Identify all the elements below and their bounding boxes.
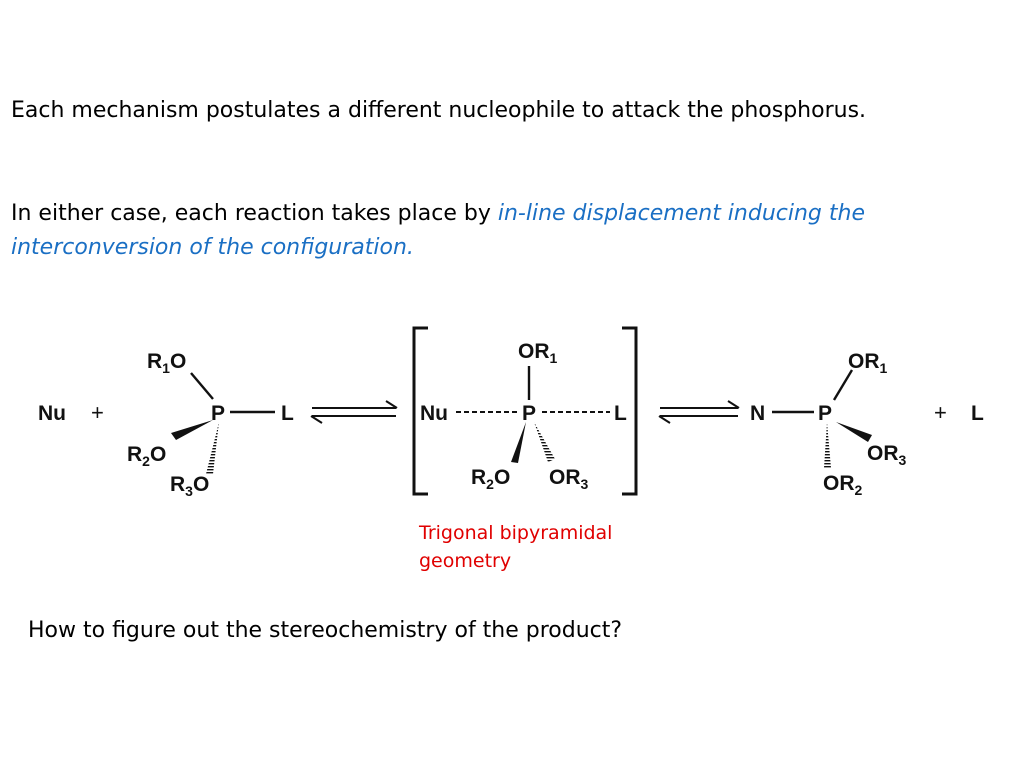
p-or2-o: O: [823, 472, 839, 495]
reactant-phosphorus: P: [211, 402, 225, 425]
p-or3-r: R: [883, 442, 898, 465]
ts-or3-sub: 3: [581, 476, 589, 492]
product-leaving-group: L: [971, 402, 984, 425]
paragraph-mechanism: Each mechanism postulates a different nu…: [11, 94, 1001, 128]
nucleophile-nu: Nu: [38, 402, 66, 425]
r1o-sub: 1: [162, 360, 170, 376]
ts-r2o-o: O: [494, 466, 510, 489]
p-or1-r: R: [864, 350, 879, 373]
plus-sign-right: +: [934, 400, 947, 425]
ts-leaving-group: L: [614, 402, 627, 425]
emphasis-inline-displacement: in-line displacement inducing the interc…: [11, 201, 865, 260]
product-n: N: [750, 402, 765, 425]
ts-wedge-bond-or2: [511, 422, 526, 463]
product-phosphorus: P: [818, 402, 832, 425]
bond-p-or1: [190, 372, 214, 400]
plus-sign-left: +: [91, 400, 104, 425]
r3o-o: O: [193, 473, 209, 496]
ts-r2o-r: R: [471, 466, 486, 489]
ts-nucleophile-nu: Nu: [420, 402, 448, 425]
product-wedge-bond-or3: [836, 422, 872, 442]
wedge-bond-or2: [171, 420, 213, 440]
ts-or1-r: R: [534, 340, 549, 363]
bracket-right: [622, 326, 638, 496]
p-or1-sub: 1: [880, 360, 888, 376]
product-hash-bond-or2: [824, 422, 831, 468]
ts-or3-r: R: [565, 466, 580, 489]
product-bond-or1: [832, 369, 854, 401]
reactant-r1o-label: R1O: [147, 350, 186, 376]
ts-r2o-label: R2O: [471, 466, 510, 492]
ts-or1-sub: 1: [550, 350, 558, 366]
reaction-scheme: Nu + R1O R2O R3O P L Nu P L OR1 R2O OR3 …: [38, 326, 984, 499]
bracket-left: [412, 326, 428, 496]
ts-r2o-sub: 2: [486, 476, 494, 492]
p-or3-o: O: [867, 442, 883, 465]
equilibrium-arrow-2: [658, 400, 740, 424]
question-stereochemistry: How to figure out the stereochemistry of…: [28, 618, 623, 643]
reactant-r2o-label: R2O: [127, 443, 166, 469]
ts-or3-label: OR3: [549, 466, 589, 492]
paragraph-displacement-text: In either case, each reaction takes plac…: [11, 201, 498, 226]
ts-phosphorus: P: [522, 402, 536, 425]
ts-or3-o: O: [549, 466, 565, 489]
p-or2-sub: 2: [855, 482, 863, 498]
product-or3-label: OR3: [867, 442, 907, 468]
p-or3-sub: 3: [899, 452, 907, 468]
product-or1-label: OR1: [848, 350, 888, 376]
paragraph-mechanism-text: Each mechanism postulates a different nu…: [11, 98, 867, 123]
p-or1-o: O: [848, 350, 864, 373]
p-or2-r: R: [839, 472, 854, 495]
r1o-o: O: [170, 350, 186, 373]
paragraph-displacement: In either case, each reaction takes plac…: [11, 197, 1001, 265]
r2o-sub: 2: [142, 453, 150, 469]
ts-or1-label: OR1: [518, 340, 558, 366]
equilibrium-arrow-1: [310, 400, 398, 424]
r3o-sub: 3: [185, 483, 193, 499]
caption-trigonal-bipyramidal: Trigonal bipyramidal geometry: [419, 522, 613, 572]
r2o-r: R: [127, 443, 142, 466]
r3o-r: R: [170, 473, 185, 496]
r1o-r: R: [147, 350, 162, 373]
hash-bond-or3: [206, 422, 219, 474]
reactant-r3o-label: R3O: [170, 473, 209, 499]
ts-hash-bond-or3: [534, 422, 555, 462]
ts-or1-o: O: [518, 340, 534, 363]
reactant-leaving-group: L: [281, 402, 294, 425]
r2o-o: O: [150, 443, 166, 466]
product-or2-label: OR2: [823, 472, 863, 498]
